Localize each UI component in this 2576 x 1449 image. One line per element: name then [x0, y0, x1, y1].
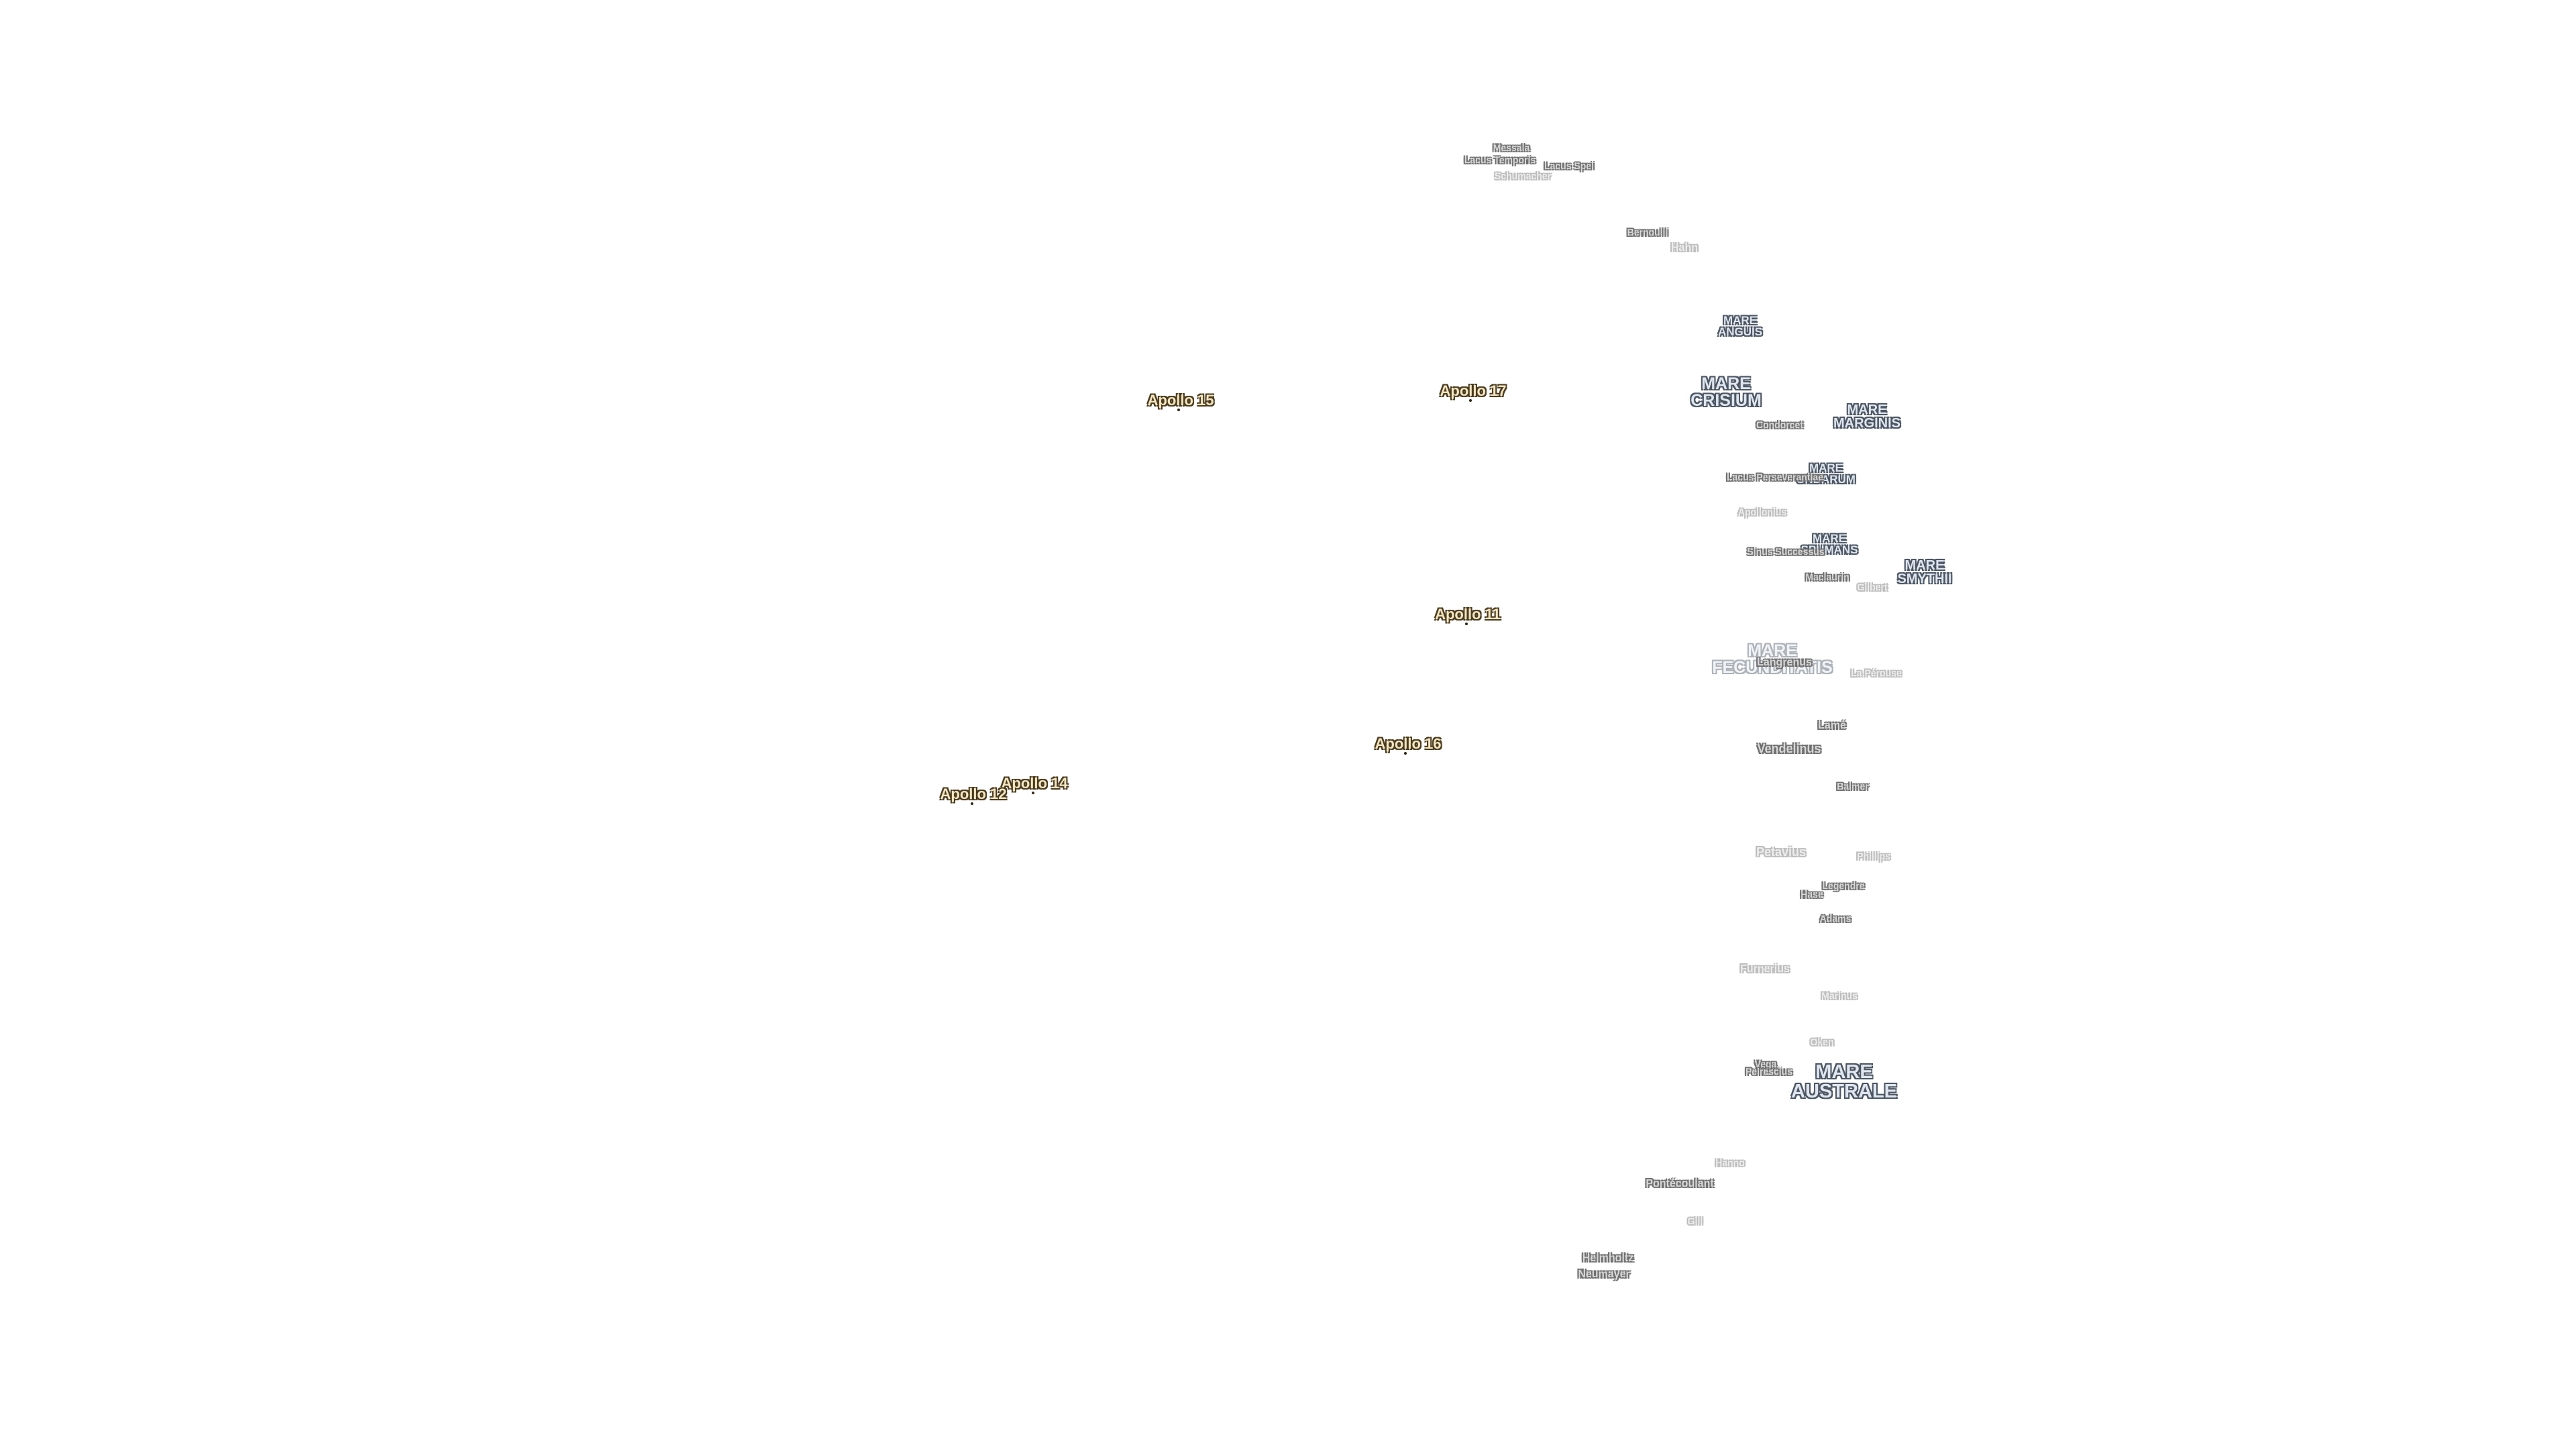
crater-label-phillips[interactable]: Phillips	[1857, 851, 1890, 861]
apollo-14-label[interactable]: Apollo 14	[1001, 775, 1068, 792]
mare-label-line: MARGINIS	[1833, 416, 1900, 431]
crater-label-vendelinus[interactable]: Vendelinus	[1757, 742, 1821, 755]
crater-label-petavius[interactable]: Petavius	[1756, 845, 1807, 859]
apollo-11-marker[interactable]	[1465, 623, 1468, 625]
apollo-17-label[interactable]: Apollo 17	[1440, 382, 1507, 399]
crater-label-hahn[interactable]: Hahn	[1671, 242, 1698, 254]
apollo-15-label[interactable]: Apollo 15	[1147, 392, 1214, 409]
crater-label-la-perouse[interactable]: La Pérouse	[1851, 667, 1902, 678]
apollo-12-label[interactable]: Apollo 12	[940, 786, 1007, 802]
crater-label-schumacher[interactable]: Schumacher	[1494, 170, 1552, 181]
crater-label-lacus-perseverantiae[interactable]: Lacus Perseverantiae	[1727, 472, 1823, 482]
mare-smythii-label[interactable]: MARE SMYTHII	[1897, 559, 1951, 586]
mare-marginis-label[interactable]: MARE MARGINIS	[1833, 403, 1900, 430]
mare-label-line: MARE	[1723, 314, 1758, 327]
crater-label-bernoulli[interactable]: Bernoulli	[1627, 227, 1668, 237]
crater-label-gilbert[interactable]: Gilbert	[1857, 582, 1888, 592]
crater-label-marinus[interactable]: Marinus	[1821, 990, 1858, 1001]
mare-label-line: SMYTHII	[1897, 572, 1952, 586]
mare-label-line: AUSTRALE	[1791, 1081, 1897, 1102]
crater-label-gill[interactable]: Gill	[1687, 1216, 1703, 1226]
crater-label-messala[interactable]: Messala	[1493, 142, 1530, 153]
crater-label-lame[interactable]: Lamé	[1818, 720, 1846, 731]
mare-label-line: MARE	[1904, 558, 1945, 573]
mare-label-line: SPUMANS	[1801, 543, 1858, 556]
crater-label-balmer[interactable]: Balmer	[1837, 781, 1869, 792]
mare-label-line: MARE	[1815, 1061, 1873, 1083]
mare-label-line: MARE	[1748, 641, 1797, 660]
mare-spumans-label[interactable]: MARE SPUMANS	[1801, 533, 1858, 555]
crater-label-adams[interactable]: Adams	[1819, 913, 1851, 924]
mare-anguis-label[interactable]: MARE ANGUIS	[1718, 315, 1762, 337]
crater-label-sinus-successus[interactable]: Sinus Successus	[1747, 546, 1825, 557]
crater-label-neumayer[interactable]: Neumayer	[1578, 1269, 1630, 1280]
mare-label-line: CRISIUM	[1690, 391, 1762, 410]
crater-label-lacus-temporis[interactable]: Lacus Temporis	[1464, 154, 1536, 165]
mare-label-line: UNDARUM	[1796, 473, 1856, 486]
mare-label-line: FECUNDITATIS	[1712, 658, 1833, 677]
mare-australe-label[interactable]: MARE AUSTRALE	[1791, 1063, 1897, 1102]
crater-label-pontecoulant[interactable]: Pontécoulant	[1646, 1178, 1714, 1189]
mare-label-line: ANGUIS	[1717, 325, 1763, 338]
crater-label-hanno[interactable]: Hanno	[1715, 1157, 1745, 1168]
crater-label-helmholtz[interactable]: Helmholtz	[1582, 1252, 1634, 1264]
crater-label-hase[interactable]: Hase	[1801, 889, 1823, 900]
mare-label-line: MARE	[1701, 374, 1751, 393]
crater-label-oken[interactable]: Oken	[1810, 1036, 1834, 1047]
apollo-11-label[interactable]: Apollo 11	[1435, 606, 1501, 623]
crater-label-legendre[interactable]: Legendre	[1822, 880, 1865, 891]
crater-label-vega[interactable]: Vega	[1754, 1059, 1777, 1069]
apollo-16-marker[interactable]	[1404, 752, 1407, 755]
crater-label-apollonius[interactable]: Apollonius	[1737, 506, 1787, 517]
crater-label-peirescius[interactable]: Peirescius	[1745, 1066, 1793, 1077]
mare-crisium-label[interactable]: MARE CRISIUM	[1690, 376, 1762, 409]
crater-label-furnerius[interactable]: Furnerius	[1740, 963, 1790, 975]
mare-label-line: MARE	[1812, 532, 1847, 545]
apollo-12-marker[interactable]	[971, 802, 973, 805]
mare-fecunditatis-label[interactable]: MARE FECUNDITATIS	[1712, 643, 1833, 676]
mare-undarum-label[interactable]: MARE UNDARUM	[1796, 462, 1856, 485]
crater-label-langrenus[interactable]: Langrenus	[1757, 657, 1812, 668]
apollo-15-marker[interactable]	[1177, 409, 1180, 411]
crater-label-condorcet[interactable]: Condorcet	[1756, 419, 1803, 430]
apollo-16-label[interactable]: Apollo 16	[1375, 735, 1442, 752]
apollo-17-marker[interactable]	[1469, 399, 1472, 402]
mare-label-line: MARE	[1809, 462, 1843, 474]
mare-label-line: MARE	[1847, 402, 1887, 417]
crater-label-lacus-spei[interactable]: Lacus Spei	[1544, 160, 1594, 171]
apollo-14-marker[interactable]	[1032, 792, 1034, 794]
crater-label-maclaurin[interactable]: Maclaurin	[1805, 572, 1849, 582]
